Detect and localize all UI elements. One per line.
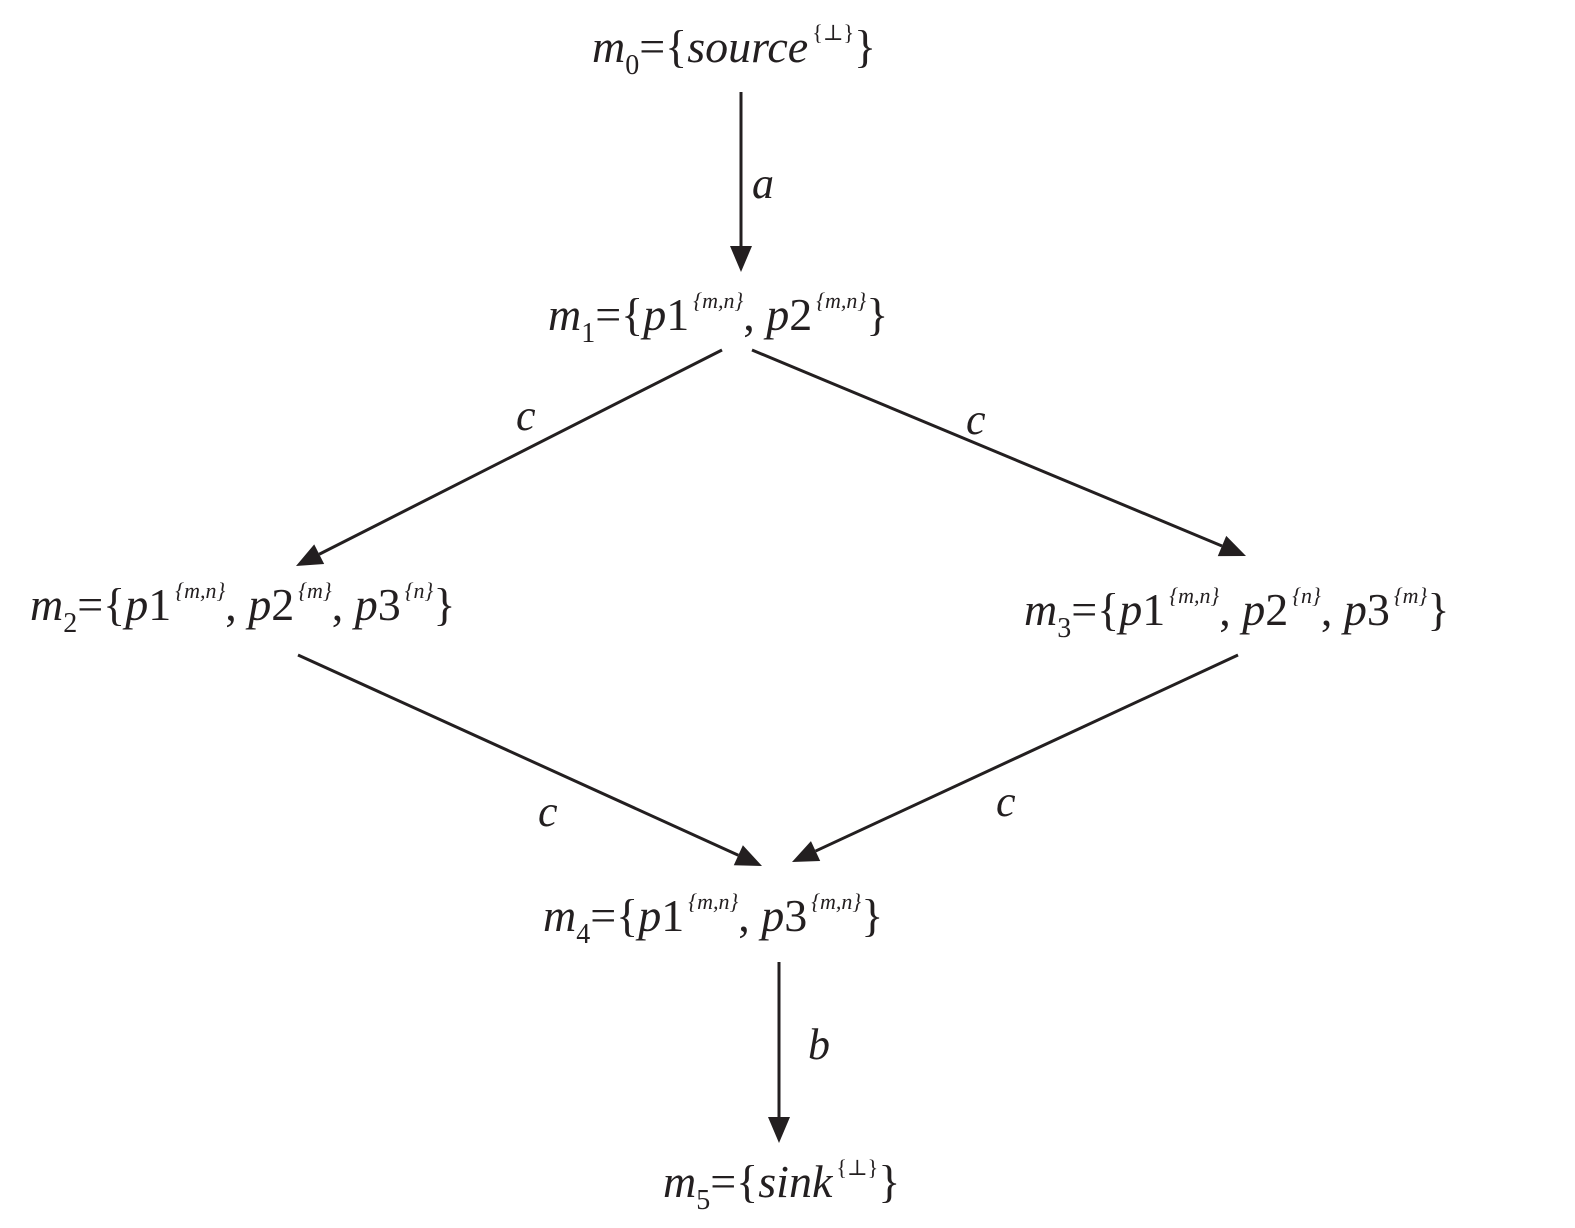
arrowhead-icon: [792, 841, 821, 862]
marking-m1: m1={p1{m,n}​, p2{m,n}​}: [548, 288, 888, 349]
arc-m4-m5: b: [768, 962, 830, 1143]
place-name: source: [687, 21, 808, 72]
arrowhead-icon: [1217, 535, 1246, 557]
arc-m2-m4: c: [297, 653, 762, 866]
marking-variable: m: [548, 289, 581, 340]
place-number: 3: [784, 890, 807, 941]
token-set: {n}: [405, 578, 434, 603]
place-name: sink: [758, 1156, 834, 1207]
marking-index: 5: [696, 1185, 710, 1216]
token-set: {m}: [298, 578, 332, 603]
token-set: {m,n}: [688, 889, 738, 914]
marking-variable: m: [543, 890, 576, 941]
marking-label: m3={p1{m,n}​, p2{n}​, p3{m}​}: [1024, 583, 1449, 644]
marking-index: 0: [625, 50, 639, 81]
place-number: 1: [1142, 584, 1165, 635]
arc-line: [318, 348, 723, 556]
place-name: p: [122, 579, 148, 630]
place-number: 2: [271, 579, 294, 630]
marking-label: m1={p1{m,n}​, p2{m,n}​}: [548, 288, 888, 349]
arc-m1-m3: c: [751, 348, 1246, 557]
token-set: {⊥}: [836, 1155, 878, 1180]
marking-label: m5={sink{⊥}​}: [663, 1155, 900, 1216]
marking-m2: m2={p1{m,n}​, p2{m}​, p3{n}​}: [30, 578, 455, 639]
place-name: p: [1116, 584, 1142, 635]
arrowhead-icon: [296, 544, 325, 566]
marking-variable: m: [663, 1156, 696, 1207]
place-name: p: [1239, 584, 1265, 635]
arrowhead-icon: [733, 845, 762, 866]
arc-line: [297, 653, 739, 857]
transition-label: a: [752, 159, 774, 208]
place-name: p: [635, 890, 661, 941]
place-number: 2: [789, 289, 812, 340]
arc-m0-m1: a: [730, 92, 774, 272]
token-set: {m}: [1394, 583, 1428, 608]
marking-variable: m: [30, 579, 63, 630]
place-name: p: [640, 289, 666, 340]
arc-m3-m4: c: [792, 653, 1239, 862]
marking-variable: m: [592, 21, 625, 72]
transition-label: c: [966, 395, 986, 444]
place-name: p: [763, 289, 789, 340]
marking-index: 1: [581, 318, 595, 349]
transition-label: c: [538, 787, 558, 836]
arc-line: [751, 348, 1223, 548]
marking-variable: m: [1024, 584, 1057, 635]
marking-m4: m4={p1{m,n}​, p3{m,n}​}: [543, 889, 883, 950]
marking-m0: m0={source{⊥}​}: [592, 20, 876, 81]
token-set: {⊥}: [812, 20, 854, 45]
transition-label: c: [996, 777, 1016, 826]
place-name: p: [1341, 584, 1367, 635]
arc-m1-m2: c: [296, 348, 723, 566]
place-name: p: [352, 579, 378, 630]
transition-label: c: [516, 391, 536, 440]
marking-m3: m3={p1{m,n}​, p2{n}​, p3{m}​}: [1024, 583, 1449, 644]
arrowhead-icon: [768, 1117, 790, 1143]
marking-index: 2: [63, 608, 77, 639]
token-set: {m,n}: [1169, 583, 1219, 608]
transition-label: b: [808, 1020, 830, 1069]
place-number: 1: [666, 289, 689, 340]
place-number: 3: [1367, 584, 1390, 635]
place-number: 2: [1265, 584, 1288, 635]
place-number: 1: [148, 579, 171, 630]
token-set: {n}: [1292, 583, 1321, 608]
marking-index: 3: [1057, 613, 1071, 644]
marking-index: 4: [576, 919, 590, 950]
marking-label: m0={source{⊥}​}: [592, 20, 876, 81]
marking-m5: m5={sink{⊥}​}: [663, 1155, 900, 1216]
token-set: {m,n}: [811, 889, 861, 914]
token-set: {m,n}: [693, 288, 743, 313]
place-name: p: [245, 579, 271, 630]
marking-label: m4={p1{m,n}​, p3{m,n}​}: [543, 889, 883, 950]
place-number: 1: [661, 890, 684, 941]
place-number: 3: [378, 579, 401, 630]
arrowhead-icon: [730, 246, 752, 272]
marking-label: m2={p1{m,n}​, p2{m}​, p3{n}​}: [30, 578, 455, 639]
token-set: {m,n}: [175, 578, 225, 603]
arc-line: [814, 653, 1239, 853]
token-set: {m,n}: [816, 288, 866, 313]
place-name: p: [758, 890, 784, 941]
